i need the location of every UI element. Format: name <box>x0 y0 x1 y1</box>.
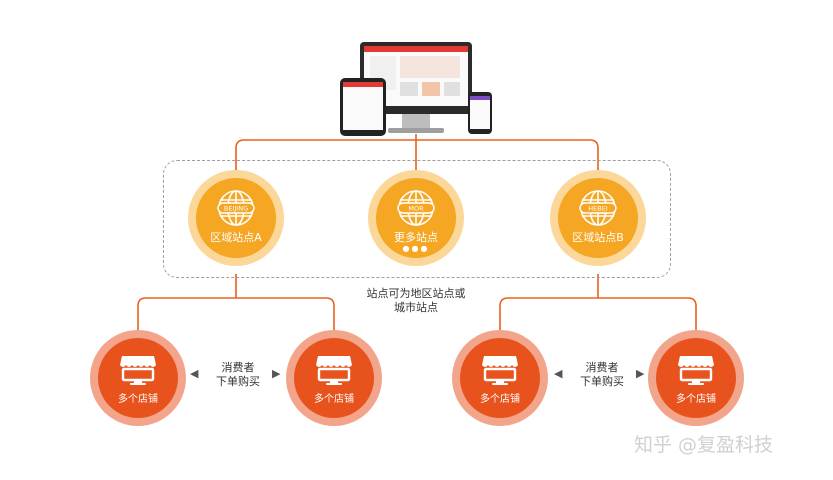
region-container <box>163 160 671 278</box>
globe-icon: BEIJING <box>217 190 255 226</box>
store-node: 多个店铺 <box>90 330 186 426</box>
consumer-note-line2: 下单购买 <box>580 375 624 388</box>
arrow-left-icon: ◀ <box>190 367 199 380</box>
site-node-more: MOR 更多站点 ●●● <box>368 170 464 266</box>
site-badge: BEIJING <box>224 205 248 213</box>
store-node: 多个店铺 <box>648 330 744 426</box>
arrow-right-icon: ▶ <box>272 367 281 380</box>
more-dots: ●●● <box>402 244 430 253</box>
storefront-icon <box>316 356 352 385</box>
store-node: 多个店铺 <box>452 330 548 426</box>
consumer-note-left: 消费者 下单购买 <box>204 361 272 389</box>
store-label: 多个店铺 <box>314 394 354 405</box>
store-label: 多个店铺 <box>118 394 158 405</box>
arrow-right-icon: ▶ <box>636 367 645 380</box>
region-note-line1: 站点可为地区站点或 <box>366 287 466 300</box>
store-label: 多个店铺 <box>676 394 716 405</box>
region-note: 站点可为地区站点或 城市站点 <box>346 287 486 315</box>
consumer-note-right: 消费者 下单购买 <box>568 361 636 389</box>
watermark: 知乎 @复盈科技 <box>634 434 774 456</box>
site-node-b: HEBEI 区域站点B <box>550 170 646 266</box>
monitor-stand <box>402 114 430 128</box>
storefront-icon <box>120 356 156 385</box>
tablet-icon <box>340 78 386 136</box>
monitor-icon <box>360 42 472 114</box>
site-label: 区域站点A <box>210 231 262 244</box>
site-label: 区域站点B <box>572 231 624 244</box>
storefront-icon <box>678 356 714 385</box>
globe-icon: HEBEI <box>579 190 617 226</box>
phone-icon <box>468 92 492 134</box>
site-node-a: BEIJING 区域站点A <box>188 170 284 266</box>
globe-icon: MOR <box>397 190 435 226</box>
site-badge: MOR <box>408 205 424 213</box>
storefront-icon <box>482 356 518 385</box>
multi-device-illustration <box>336 38 496 138</box>
region-note-line2: 城市站点 <box>394 301 438 314</box>
consumer-note-line1: 消费者 <box>221 361 255 374</box>
monitor-base <box>388 128 444 133</box>
consumer-note-line1: 消费者 <box>585 361 619 374</box>
store-label: 多个店铺 <box>480 394 520 405</box>
consumer-note-line2: 下单购买 <box>216 375 260 388</box>
arrow-left-icon: ◀ <box>554 367 563 380</box>
site-badge: HEBEI <box>588 205 608 213</box>
site-label: 更多站点 <box>394 231 438 244</box>
store-node: 多个店铺 <box>286 330 382 426</box>
